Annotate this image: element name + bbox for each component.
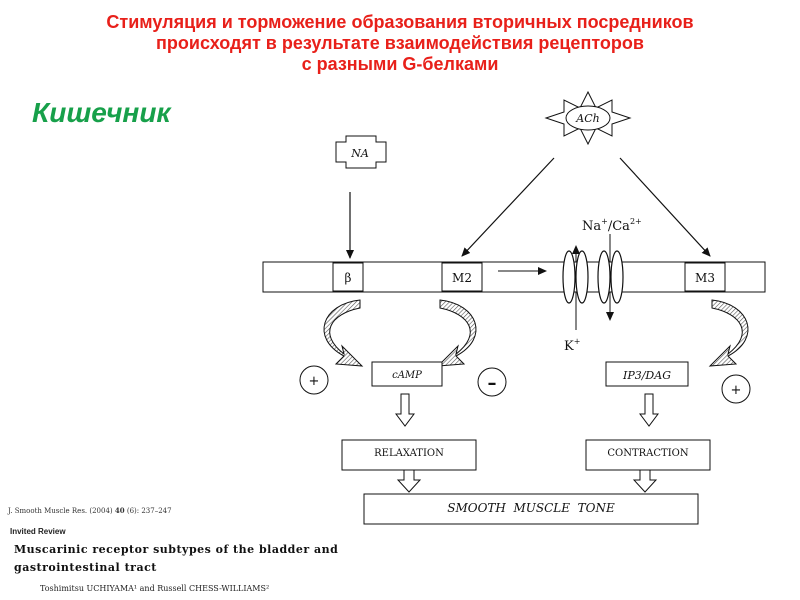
- na-ligand: NA: [335, 135, 387, 169]
- hollow-arrow-ip3dag: [639, 393, 659, 427]
- ip3dag-box: IP3/DAG: [605, 361, 689, 387]
- receptor-m2-label: M2: [452, 271, 472, 285]
- arrow-ach-to-m3: [619, 157, 711, 257]
- plus-sign-left: +: [299, 365, 329, 395]
- camp-label: cAMP: [392, 370, 422, 381]
- receptor-beta-box: [332, 262, 364, 292]
- minus-sign: –: [477, 367, 507, 397]
- ion-channel-oval: [562, 250, 576, 304]
- title-line-1: Стимуляция и торможение образования втор…: [106, 12, 694, 32]
- minus-circle: [477, 367, 507, 397]
- ion-channel-oval: [610, 250, 624, 304]
- relaxation-label: RELAXATION: [374, 448, 444, 459]
- plus-circle-right: [721, 374, 751, 404]
- na-label: NA: [350, 147, 369, 160]
- contraction-box: CONTRACTION: [585, 439, 711, 471]
- receptor-m3: M3: [684, 262, 726, 292]
- receptor-m2: M2: [441, 262, 483, 292]
- journal-volume: 40: [114, 506, 125, 515]
- receptor-m2-box: [441, 262, 483, 292]
- paper-authors: Toshimitsu UCHIYAMA¹ and Russell CHESS-W…: [40, 584, 270, 593]
- camp-box-rect: [371, 361, 443, 387]
- curved-arrow-beta: [323, 299, 364, 367]
- curved-arrow-m2: [436, 299, 477, 367]
- title-line-3: с разными G-белками: [301, 54, 499, 74]
- receptor-beta-label: β: [345, 271, 352, 285]
- ion-channel-oval: [597, 250, 611, 304]
- hollow-arrow-camp: [395, 393, 415, 427]
- plus-label-left: +: [309, 374, 320, 389]
- curved-arrow-beta-body: [323, 299, 364, 367]
- section-label: Кишечник: [32, 97, 171, 128]
- relaxation-box-rect: [341, 439, 477, 471]
- smooth-muscle-tone-box: SMOOTH MUSCLE TONE: [363, 493, 699, 525]
- relaxation-box: RELAXATION: [341, 439, 477, 471]
- receptor-m3-label: M3: [695, 271, 715, 285]
- paper-title: Muscarinic receptor subtypes of the blad…: [14, 541, 338, 577]
- curved-arrow-m2-body: [436, 299, 477, 367]
- minus-label: –: [488, 373, 497, 394]
- plus-circle-left: [299, 365, 329, 395]
- slide-title: Стимуляция и торможение образования втор…: [0, 12, 800, 75]
- receptor-beta: β: [332, 262, 364, 292]
- journal-citation: J. Smooth Muscle Res. (2004) 40 (6): 237…: [8, 506, 172, 515]
- contraction-label: CONTRACTION: [607, 448, 688, 459]
- ion-label-na-ca: Na+/Ca2+: [582, 217, 642, 234]
- journal-pages: (6): 237–247: [124, 507, 172, 515]
- ach-ligand: ACh: [544, 90, 632, 146]
- receptor-m3-box: [684, 262, 726, 292]
- title-line-2: происходят в результате взаимодействия р…: [156, 33, 644, 53]
- ion-channels: [562, 250, 624, 304]
- ip3dag-box-rect: [605, 361, 689, 387]
- ach-ellipse: [565, 105, 611, 131]
- ion-label-k: K+: [564, 337, 580, 354]
- paper-title-line-1: Muscarinic receptor subtypes of the blad…: [14, 543, 339, 556]
- smooth-muscle-tone-rect: [363, 493, 699, 525]
- camp-box: cAMP: [371, 361, 443, 387]
- na-shape: [335, 135, 387, 169]
- ip3dag-label: IP3/DAG: [622, 369, 671, 382]
- curved-arrow-m3-body: [708, 299, 749, 367]
- journal-name: J. Smooth Muscle Res. (2004): [8, 507, 115, 515]
- curved-arrow-m3: [708, 299, 749, 367]
- plus-label-right: +: [731, 383, 742, 398]
- plus-sign-right: +: [721, 374, 751, 404]
- contraction-box-rect: [585, 439, 711, 471]
- hollow-arrow-contraction: [632, 469, 658, 493]
- ach-label: ACh: [575, 112, 599, 125]
- hollow-arrow-relaxation: [396, 469, 422, 493]
- paper-title-line-2: gastrointestinal tract: [14, 561, 157, 574]
- ion-channel-oval: [575, 250, 589, 304]
- arrow-ach-to-m2: [461, 157, 555, 257]
- invited-review-label: Invited Review: [10, 527, 66, 536]
- smooth-muscle-tone-label: SMOOTH MUSCLE TONE: [447, 501, 615, 515]
